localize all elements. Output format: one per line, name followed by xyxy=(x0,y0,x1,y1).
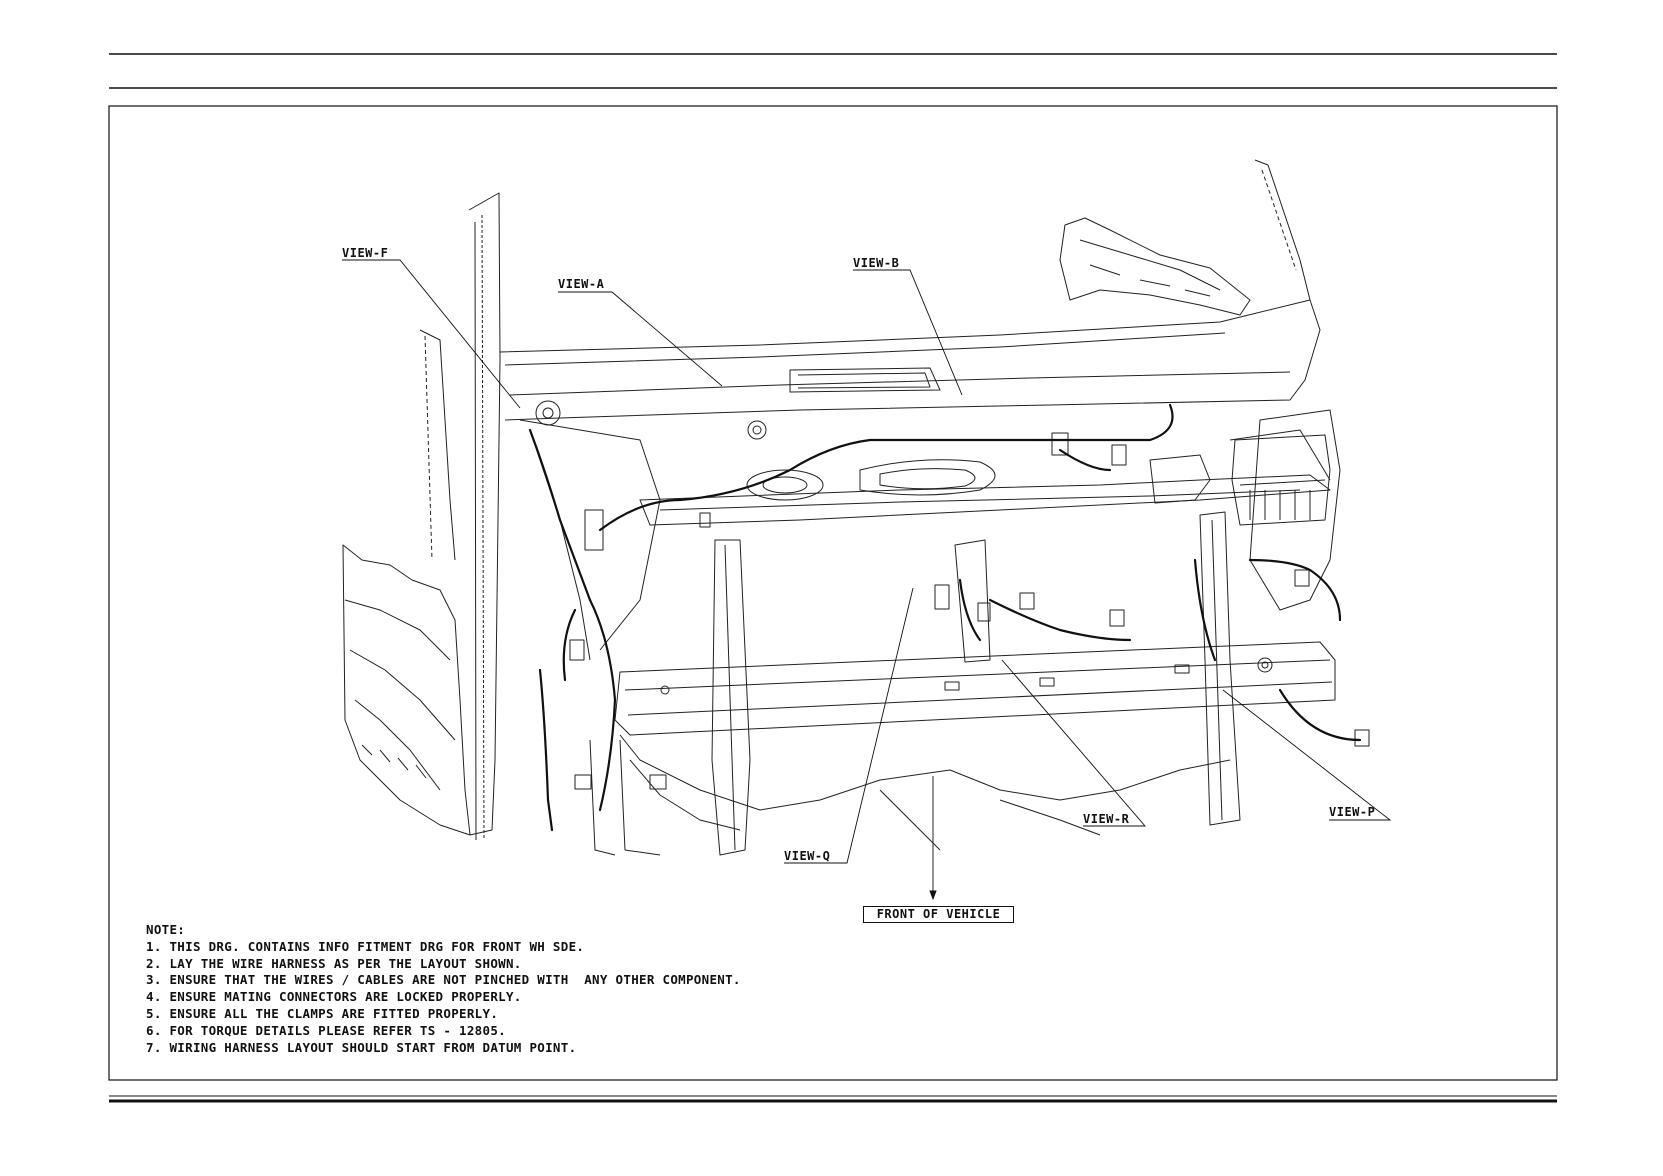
note-item: 5. ENSURE ALL THE CLAMPS ARE FITTED PROP… xyxy=(146,1005,499,1021)
callout-view-p: VIEW-P xyxy=(1329,805,1376,819)
leader-view-b xyxy=(853,269,963,396)
notes-block: NOTE: 1. THIS DRG. CONTAINS INFO FITMENT… xyxy=(146,922,741,1056)
note-item: 7. WIRING HARNESS LAYOUT SHOULD START FR… xyxy=(146,1039,577,1055)
callout-view-a: VIEW-A xyxy=(558,277,605,291)
note-item: 6. FOR TORQUE DETAILS PLEASE REFER TS - … xyxy=(146,1022,506,1038)
footer-rules xyxy=(109,1095,1557,1103)
front-arrow-head xyxy=(929,890,937,901)
leader-view-p xyxy=(1222,689,1392,821)
leader-view-r xyxy=(1001,659,1146,827)
drawing-frame xyxy=(108,105,1558,1081)
callout-view-r: VIEW-R xyxy=(1083,812,1130,826)
vehicle-front-end-drawing xyxy=(342,159,1370,856)
wire-harness xyxy=(528,403,1362,832)
front-of-vehicle-label: FRONT OF VEHICLE xyxy=(863,906,1014,923)
leader-view-a xyxy=(558,291,723,387)
callout-view-b: VIEW-B xyxy=(853,256,900,270)
leader-lines xyxy=(342,259,1392,901)
notes-heading: NOTE: xyxy=(146,922,186,937)
note-item: 3. ENSURE THAT THE WIRES / CABLES ARE NO… xyxy=(146,972,741,988)
note-item: 2. LAY THE WIRE HARNESS AS PER THE LAYOU… xyxy=(146,955,522,971)
note-item: 4. ENSURE MATING CONNECTORS ARE LOCKED P… xyxy=(146,989,522,1005)
note-item: 1. THIS DRG. CONTAINS INFO FITMENT DRG F… xyxy=(146,938,585,954)
callout-view-q: VIEW-Q xyxy=(784,849,831,863)
leader-view-q xyxy=(784,587,914,864)
leader-view-f xyxy=(342,259,521,409)
header-rules xyxy=(109,53,1557,89)
callout-view-f: VIEW-F xyxy=(342,246,389,260)
